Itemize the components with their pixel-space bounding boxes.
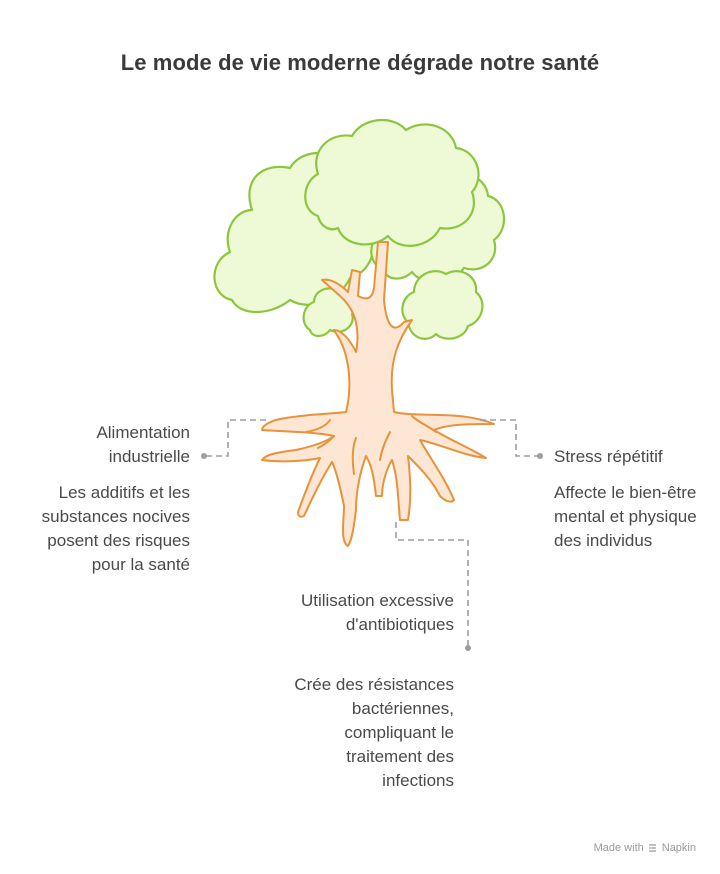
tree-trunk (261, 241, 495, 547)
item-stress-title: Stress répétitif (554, 447, 663, 466)
item-alimentation-title: Alimentation industrielle (96, 423, 190, 466)
page-title: Le mode de vie moderne dégrade notre san… (120, 50, 600, 75)
connector-lines (204, 419, 538, 646)
item-antibiotiques-title: Utilisation excessive d'antibiotiques (300, 591, 454, 634)
footer-credit[interactable]: Made with Napkin (594, 842, 696, 854)
tree-foliage (213, 118, 506, 340)
made-with-text: Made with (593, 842, 644, 854)
item-alimentation-description: Les additifs et les substances nocives p… (41, 483, 190, 574)
napkin-brand-text: Napkin (661, 842, 696, 854)
item-stress-description: Affecte le bien-être mental et physique … (554, 483, 697, 550)
napkin-logo-icon (648, 844, 656, 852)
connector-dots (201, 453, 543, 651)
item-antibiotiques-description: Crée des résistances bactériennes, compl… (294, 675, 454, 790)
